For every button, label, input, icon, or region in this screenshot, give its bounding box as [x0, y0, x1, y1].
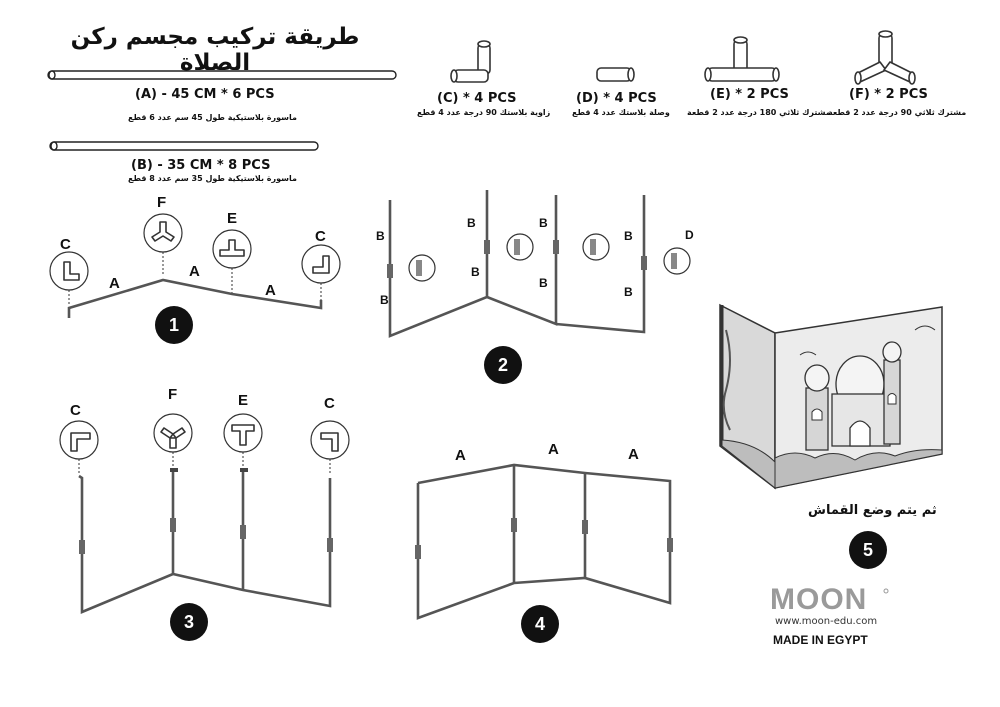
part-d-label: (D) * 4 PCS	[576, 91, 657, 106]
step2-label-b-4: B	[471, 265, 480, 279]
step3-label-c-left: C	[70, 402, 81, 419]
part-a-description: ماسورة بلاستيكية طول 45 سم عدد 6 قطع	[128, 113, 297, 122]
part-e-label: (E) * 2 PCS	[710, 87, 789, 102]
step1-label-a-1: A	[109, 275, 120, 292]
step1-label-c-right: C	[315, 228, 326, 245]
step1-label-a-3: A	[265, 282, 276, 299]
part-b-description: ماسورة بلاستيكية طول 35 سم عدد 8 قطع	[128, 174, 297, 183]
step3-diagram	[59, 413, 350, 614]
step2-label-d: D	[685, 228, 694, 242]
step-1-badge: 1	[155, 306, 193, 344]
step1-label-a-2: A	[189, 263, 200, 280]
step2-label-b-6: B	[539, 276, 548, 290]
part-b-label: (B) - 35 CM * 8 PCS	[131, 158, 271, 173]
step-4-badge: 4	[521, 605, 559, 643]
part-c-label: (C) * 4 PCS	[437, 91, 517, 106]
step4-label-a-3: A	[628, 446, 639, 463]
moon-logo-mark	[883, 588, 889, 594]
made-in-label: MADE IN EGYPT	[773, 633, 868, 647]
brand-logo: MOON	[770, 583, 868, 616]
step-2-badge: 2	[484, 346, 522, 384]
step1-label-f: F	[157, 194, 167, 211]
part-f-description: مشترك ثلاثي 90 درجة عدد 2 قطعة	[828, 108, 967, 117]
part-e-tee-drawing	[704, 36, 780, 82]
step2-label-b-3: B	[467, 216, 476, 230]
part-f-threeway-drawing	[854, 30, 916, 85]
step2-label-b-2: B	[380, 293, 389, 307]
step1-diagram	[49, 213, 341, 318]
step2-label-b-7: B	[624, 229, 633, 243]
part-e-description: مشترك ثلاثي 180 درجة عدد 2 قطعة	[687, 108, 831, 117]
step2-label-b-8: B	[624, 285, 633, 299]
part-d-description: وصلة بلاستك عدد 4 قطع	[572, 108, 670, 117]
part-d-coupler-drawing	[596, 67, 635, 82]
part-f-label: (F) * 2 PCS	[849, 87, 928, 102]
part-a-label: (A) - 45 CM * 6 PCS	[135, 87, 275, 102]
step3-label-e: E	[238, 392, 249, 409]
step1-label-e: E	[227, 210, 238, 227]
step-3-badge: 3	[170, 603, 208, 641]
fabric-instruction: ثم يتم وضع القماش	[808, 503, 937, 518]
step4-diagram	[415, 463, 673, 620]
part-c-description: زاوية بلاستك 90 درجة عدد 4 قطع	[417, 108, 551, 117]
step2-label-b-5: B	[539, 216, 548, 230]
pipe-a-drawing	[47, 70, 397, 80]
pipe-b-drawing	[49, 141, 319, 151]
step4-label-a-1: A	[455, 447, 466, 464]
step5-tent-illustration	[719, 303, 943, 490]
step4-label-a-2: A	[548, 441, 559, 458]
step2-diagram	[387, 190, 691, 338]
step3-label-c-right: C	[324, 395, 335, 412]
brand-website: www.moon-edu.com	[775, 616, 878, 627]
step-5-badge: 5	[849, 531, 887, 569]
step1-label-c-left: C	[60, 236, 71, 253]
step2-label-b-1: B	[376, 229, 385, 243]
step3-label-f: F	[168, 386, 178, 403]
part-c-elbow-drawing	[450, 40, 491, 83]
page-title: طريقة تركيب مجسم ركن الصلاة	[70, 24, 360, 76]
